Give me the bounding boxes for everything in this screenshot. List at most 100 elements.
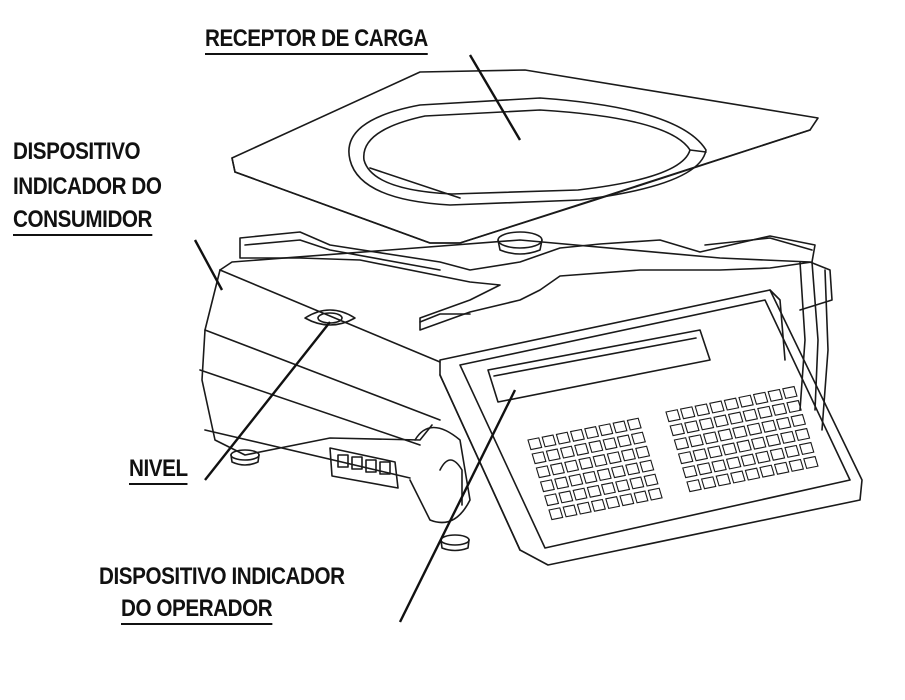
keypad-left-key (596, 468, 612, 482)
keypad-right-key (746, 422, 763, 436)
keypad-right-key (679, 406, 696, 420)
leader-consumer-display (193, 239, 224, 291)
keypad-left-key (555, 431, 571, 445)
keypad-left-key (647, 487, 663, 501)
keypad-left-key (586, 484, 602, 498)
keypad-right-key (775, 416, 792, 430)
keypad-left-key (630, 431, 646, 445)
keypad-left-key (626, 417, 642, 431)
keypad-right-key (767, 388, 784, 402)
keypad-left-key (633, 490, 649, 504)
keypad-left-key (576, 501, 592, 515)
keypad-right-key (784, 444, 800, 458)
keypad-right-key (694, 403, 711, 417)
keypad-left-key (643, 473, 659, 487)
keypad-right-key (757, 405, 773, 419)
keypad-right-key (696, 462, 713, 476)
level-bubble (304, 309, 356, 326)
keypad-left-key (590, 498, 606, 512)
keypad-right-key (709, 400, 725, 414)
keypad-right-key (738, 394, 754, 408)
keypad-right-key (698, 417, 715, 431)
keypad-right-key (700, 476, 717, 490)
leader-load-receiver (468, 54, 522, 141)
keypad-right-key (686, 479, 702, 493)
label-operator-display-line1: DISPOSITIVO INDICADOR (99, 563, 345, 590)
keypad-left-key (527, 437, 543, 451)
keypad-right-key (744, 467, 761, 481)
keypad-right-key (715, 473, 732, 487)
keypad-right-key (761, 419, 777, 433)
keypad-left-key (564, 459, 580, 473)
keypad-right-key (752, 391, 769, 405)
load-receiver-platter (231, 69, 819, 244)
keypad-left-key (600, 482, 616, 496)
keypad-left-key (548, 507, 564, 521)
keypad-left-key (639, 459, 655, 473)
keypad-left-key (620, 448, 636, 462)
keypad-right-key (794, 427, 811, 442)
label-level: NIVEL (129, 457, 188, 485)
keypad-left-key (588, 440, 604, 454)
leader-level (204, 321, 331, 481)
keypad-right-key (677, 451, 694, 465)
keypad-right-key (765, 433, 782, 447)
keypad-left-key (578, 456, 594, 470)
keypad-right-key (798, 441, 815, 456)
keypad-right-key (755, 450, 771, 464)
keypad-right-key (803, 455, 819, 470)
label-consumer-display-line2: INDICADOR DO (13, 173, 162, 200)
keypad-left-key (568, 473, 584, 487)
operator-display-window (487, 329, 711, 403)
keypad-left-key (582, 470, 598, 484)
keypad-right-key (771, 402, 788, 416)
keypad-left-key (572, 487, 588, 501)
keypad-right-key (707, 445, 723, 459)
keypad-left-key (539, 479, 555, 493)
label-consumer-display-line3: CONSUMIDOR (13, 208, 152, 236)
label-operator-display-line2: DO OPERADOR (121, 597, 273, 625)
keypad-left-key (569, 428, 585, 442)
keypad-right-key (725, 456, 742, 470)
keypad-right-key (730, 470, 746, 484)
label-load-receiver: RECEPTOR DE CARGA (205, 27, 428, 55)
keypad-right-key (684, 420, 700, 434)
keypad-left-key (605, 496, 621, 510)
keypad-right-key (669, 423, 686, 437)
keypad-left-key (574, 442, 590, 456)
keypad-right-key (736, 439, 752, 453)
keypad-left-key (615, 479, 631, 493)
keypad-left-key (616, 434, 632, 448)
keypad-right-key (759, 464, 775, 478)
keypad-left-key (541, 434, 557, 448)
keypad-left-key (535, 465, 551, 479)
keypad-right-key (717, 428, 734, 442)
keypad-left-key (635, 445, 651, 459)
keypad-left-key (554, 476, 570, 490)
keypad-right-key (786, 399, 802, 414)
keypad-right-key (780, 430, 796, 444)
keypad-right-key (750, 436, 767, 450)
keypad-right-key (788, 458, 805, 472)
keypad-right-key (773, 461, 790, 475)
keypad-left-key (619, 493, 635, 507)
keypad-left-key (545, 448, 561, 462)
keypad-left-key (606, 451, 622, 465)
keypad-right-key (682, 465, 698, 479)
keypad-right-key (769, 447, 786, 461)
keypad-left-key (592, 454, 608, 468)
keypad-right-key (732, 425, 748, 439)
label-consumer-display-line1: DISPOSITIVO (13, 138, 141, 165)
keypad-left-key (610, 465, 626, 479)
keypad-right-key (742, 408, 759, 422)
keypad-left-key (602, 437, 618, 451)
keypad-left-key (612, 420, 628, 434)
keypad-right-key (702, 431, 719, 445)
keypad-right-key (721, 442, 738, 456)
keypad-right-key (665, 409, 681, 423)
keypad-right-key (673, 437, 690, 451)
keypad-left-key (549, 462, 565, 476)
keypad-left-key (559, 445, 575, 459)
keypad-right-key (727, 411, 744, 425)
